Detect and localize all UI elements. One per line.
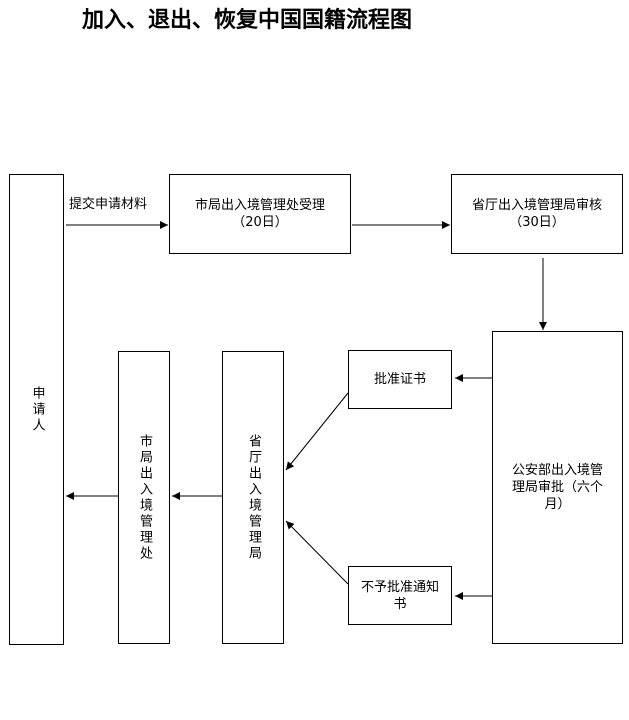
ministry-approve-line1: 公安部出入境管 <box>511 463 603 478</box>
province-review-box: 省厅出入境管理局审核 （30日） <box>451 174 623 254</box>
applicant-label: 申请人 <box>29 385 45 434</box>
province-review-line1: 省厅出入境管理局审核 <box>471 198 602 213</box>
city-office-box: 市局出入境管理处 <box>118 351 170 644</box>
submit-materials-label: 提交申请材料 <box>69 197 148 212</box>
approval-cert-box: 批准证书 <box>348 350 452 409</box>
ministry-approve-box: 公安部出入境管 理局审批（六个 月） <box>492 331 623 644</box>
city-accept-box: 市局出入境管理处受理 （20日） <box>169 174 351 254</box>
province-review-line2: （30日） <box>509 215 565 230</box>
approval-cert-label: 批准证书 <box>373 372 426 387</box>
city-accept-line1: 市局出入境管理处受理 <box>194 198 325 213</box>
page-title: 加入、退出、恢复中国国籍流程图 <box>82 7 413 33</box>
arrow-cert-to-bureau <box>285 392 349 471</box>
ministry-approve-line2: 理局审批（六个 <box>511 480 603 495</box>
arrow-notice-to-bureau <box>285 520 349 585</box>
applicant-box: 申请人 <box>9 174 64 645</box>
city-office-label: 市局出入境管理处 <box>137 433 152 562</box>
province-bureau-box: 省厅出入境管理局 <box>222 351 284 644</box>
rejection-notice-label: 不予批准通知书 <box>360 579 439 612</box>
province-bureau-label: 省厅出入境管理局 <box>246 433 261 562</box>
city-accept-line2: （20日） <box>232 215 288 230</box>
ministry-approve-line3: 月） <box>544 497 571 512</box>
rejection-notice-box: 不予批准通知书 <box>348 566 452 625</box>
